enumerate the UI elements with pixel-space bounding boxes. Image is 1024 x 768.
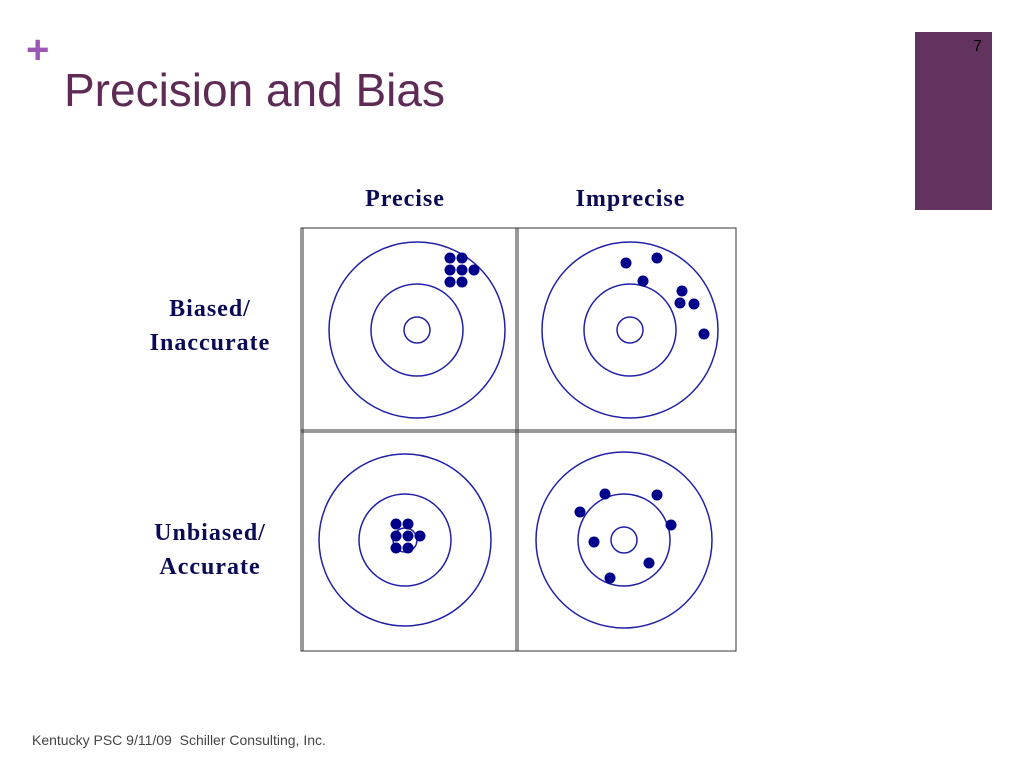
hit-dot (574, 506, 586, 518)
hit-dot (588, 536, 600, 548)
target-biased-precise (328, 241, 506, 419)
target-outer-ring (328, 241, 506, 419)
page-number: 7 (973, 38, 982, 55)
hit-dot (674, 297, 686, 309)
hit-dot (651, 252, 663, 264)
footer-text: Kentucky PSC 9/11/09 Schiller Consulting… (32, 732, 326, 748)
target-middle-ring (583, 283, 677, 377)
target-bullseye (616, 316, 644, 344)
row-label-unbiased-line1: Unbiased/ (154, 520, 266, 546)
row-label-biased: Biased/ Inaccurate (120, 292, 300, 360)
target-bullseye (610, 526, 638, 554)
target-outer-ring (535, 451, 713, 629)
row-label-biased-line2: Inaccurate (149, 330, 271, 356)
hit-dot (698, 328, 710, 340)
target-bullseye (403, 316, 431, 344)
hit-dot (390, 542, 402, 554)
target-outer-ring (541, 241, 719, 419)
hit-dot (604, 572, 616, 584)
hit-dot (456, 264, 468, 276)
hit-dot (402, 530, 414, 542)
hit-dot (688, 298, 700, 310)
hit-dot (414, 530, 426, 542)
hit-dot (456, 252, 468, 264)
hit-dot (599, 488, 611, 500)
hit-dot (620, 257, 632, 269)
column-label-precise: Precise (365, 186, 445, 212)
target-outer-ring (318, 453, 492, 627)
target-middle-ring (370, 283, 464, 377)
hit-dot (643, 557, 655, 569)
hit-dot (444, 276, 456, 288)
target-unbiased-precise (318, 453, 492, 627)
hit-dot (676, 285, 688, 297)
target-unbiased-imprecise (535, 451, 713, 629)
hit-dot (402, 542, 414, 554)
page-number-box: 7 (915, 32, 992, 210)
hit-dot (665, 519, 677, 531)
hit-dot (651, 489, 663, 501)
row-label-unbiased-line2: Accurate (159, 554, 261, 580)
target-middle-ring (358, 493, 452, 587)
hit-dot (468, 264, 480, 276)
hit-dot (456, 276, 468, 288)
slide-title: Precision and Bias (64, 64, 445, 116)
plus-icon: + (26, 28, 50, 72)
grid-frame (300, 227, 737, 652)
hit-dot (390, 530, 402, 542)
hit-dot (637, 275, 649, 287)
hit-dot (402, 518, 414, 530)
hit-dot (390, 518, 402, 530)
hit-dot (444, 264, 456, 276)
target-biased-imprecise (541, 241, 719, 419)
target-middle-ring (577, 493, 671, 587)
column-label-imprecise: Imprecise (575, 186, 686, 212)
row-label-unbiased: Unbiased/ Accurate (120, 516, 300, 584)
hit-dot (444, 252, 456, 264)
row-label-biased-line1: Biased/ (169, 296, 251, 322)
